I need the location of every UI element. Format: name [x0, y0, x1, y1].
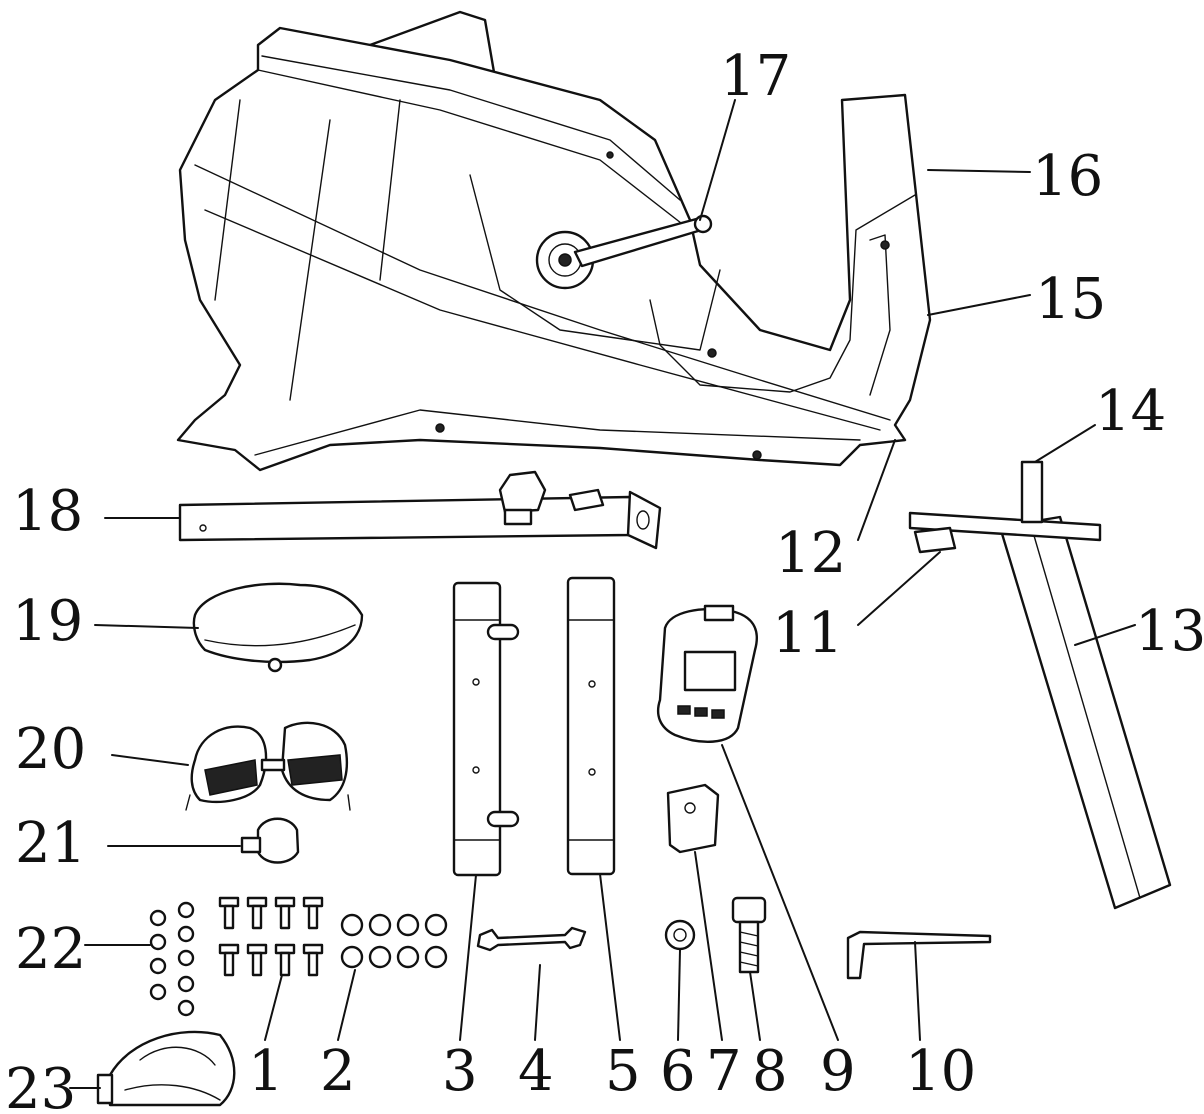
pedals [185, 721, 351, 811]
part-label-16: 16 [1032, 144, 1103, 209]
part-label-19: 19 [12, 589, 83, 654]
part-label-8: 8 [752, 1039, 788, 1104]
part-label-12: 12 [775, 521, 846, 586]
part-label-5: 5 [605, 1039, 641, 1104]
main-frame [176, 10, 932, 472]
handlebar-post [908, 460, 1172, 910]
front-stabilizer [452, 581, 520, 877]
part-label-22: 22 [15, 917, 86, 982]
part-label-18: 18 [12, 479, 83, 544]
part-label-6: 6 [660, 1039, 696, 1104]
part-label-20: 20 [15, 717, 86, 782]
part-label-3: 3 [442, 1039, 478, 1104]
part-label-11: 11 [772, 601, 843, 666]
part-label-2: 2 [320, 1039, 356, 1104]
wrench [476, 926, 587, 952]
console-bracket [666, 783, 720, 854]
leader-lines [69, 99, 1136, 1089]
console-computer [656, 604, 758, 743]
bottle-holder [96, 1030, 236, 1107]
part-labels: 17 16 15 14 12 13 11 18 19 20 21 22 23 1… [5, 44, 1204, 1114]
part-label-1: 1 [248, 1039, 284, 1104]
part-label-4: 4 [518, 1039, 554, 1104]
large-washer [664, 919, 696, 951]
allen-key [846, 930, 992, 980]
part-label-7: 7 [706, 1039, 742, 1104]
seat-rail [178, 470, 662, 550]
washers-set [149, 901, 195, 1017]
part-label-13: 13 [1135, 599, 1204, 664]
part-label-23: 23 [5, 1057, 76, 1114]
part-label-21: 21 [15, 811, 86, 876]
part-label-10: 10 [905, 1039, 976, 1104]
bolts-set [218, 896, 324, 977]
seat [192, 582, 364, 673]
tension-knob [240, 817, 300, 864]
rear-stabilizer [566, 576, 616, 876]
part-label-17: 17 [720, 44, 791, 109]
hex-bolt [731, 896, 767, 974]
flat-washers [340, 913, 448, 969]
part-label-14: 14 [1095, 379, 1166, 444]
part-label-9: 9 [820, 1039, 856, 1104]
part-label-15: 15 [1035, 267, 1106, 332]
